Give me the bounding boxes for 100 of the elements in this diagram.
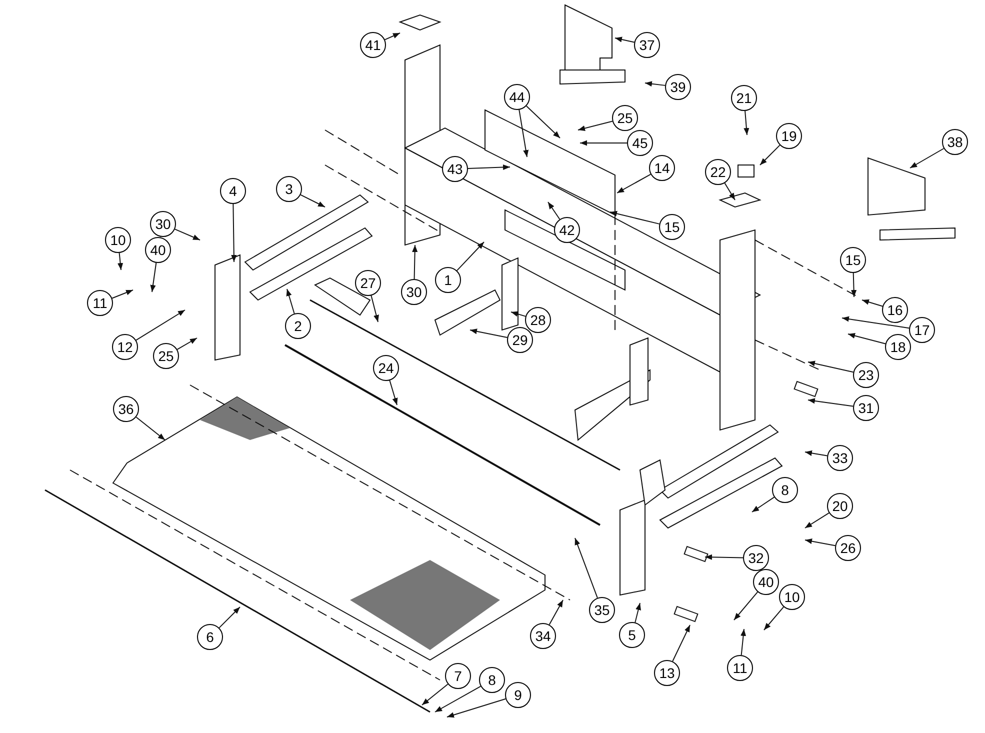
leader-line: [862, 299, 884, 307]
callout-number: 33: [827, 445, 853, 471]
leader-line: [468, 164, 510, 170]
callout-number: 12: [112, 334, 138, 360]
callout-number: 17: [909, 317, 935, 343]
callout-number: 37: [634, 32, 660, 58]
callout-number: 30: [401, 279, 427, 305]
leader-line: [300, 194, 326, 208]
callout-number: 28: [525, 307, 551, 333]
leader-line: [174, 228, 200, 240]
callout-number: 38: [942, 129, 968, 155]
leader-line: [704, 554, 744, 560]
callout-number: 41: [360, 32, 386, 58]
leader-line: [176, 338, 198, 350]
leader-line: [389, 380, 398, 406]
callout-number: 10: [105, 227, 131, 253]
callout-number: 25: [153, 343, 179, 369]
leader-line: [614, 36, 635, 43]
leader-line: [136, 310, 186, 341]
leader-line: [848, 333, 886, 344]
callout-number: 18: [885, 334, 911, 360]
callout-number: 20: [827, 493, 853, 519]
callout-number: 21: [731, 85, 757, 111]
callout-number: 35: [589, 597, 615, 623]
callout-number: 3: [276, 176, 302, 202]
leader-line: [218, 606, 240, 628]
leader-line: [842, 316, 910, 329]
callout-number: 44: [504, 84, 530, 110]
leader-line: [446, 698, 506, 718]
leader-line: [724, 182, 736, 200]
leader-line: [610, 210, 660, 224]
callout-number: 9: [505, 682, 531, 708]
callout-number: 31: [853, 395, 879, 421]
callout-number: 15: [840, 247, 866, 273]
leader-line: [644, 81, 666, 87]
leader-line: [456, 242, 484, 272]
callout-number: 19: [776, 123, 802, 149]
callout-number: 16: [882, 297, 908, 323]
callout-number: 23: [853, 362, 879, 388]
callout-number: 45: [627, 130, 653, 156]
leader-line: [118, 252, 124, 270]
leader-line: [574, 538, 598, 598]
leader-line: [412, 244, 418, 280]
leader-line: [764, 606, 784, 630]
leader-line: [578, 120, 613, 131]
leader-line: [808, 360, 854, 373]
leader-line: [910, 148, 944, 168]
leader-line: [548, 202, 560, 220]
leader-line: [136, 416, 166, 440]
callout-number: 30: [150, 211, 176, 237]
leader-line: [434, 686, 482, 712]
leader-line: [150, 262, 157, 292]
leader-line: [804, 538, 836, 546]
callout-number: 11: [87, 290, 113, 316]
callout-number: 7: [445, 663, 471, 689]
callout-number: 6: [197, 624, 223, 650]
leader-line: [851, 272, 857, 298]
callout-number: 13: [654, 660, 680, 686]
leader-line: [510, 311, 526, 317]
leader-line: [616, 174, 652, 194]
leader-line: [580, 140, 628, 146]
leader-line: [112, 290, 134, 299]
leader-line: [470, 328, 508, 338]
leader-line: [370, 295, 379, 322]
callout-number: 15: [659, 214, 685, 240]
leader-line: [384, 32, 400, 40]
leader-line: [548, 600, 564, 626]
callout-number: 10: [779, 584, 805, 610]
callout-number: 29: [507, 327, 533, 353]
callout-number: 36: [113, 396, 139, 422]
leader-line: [422, 684, 448, 706]
callout-number: 24: [373, 355, 399, 381]
callout-number: 22: [705, 159, 731, 185]
leader-line: [740, 628, 746, 656]
callout-number: 39: [665, 74, 691, 100]
callout-number: 25: [612, 105, 638, 131]
leader-line: [744, 110, 750, 136]
callout-number: 32: [743, 545, 769, 571]
callout-number: 34: [530, 623, 556, 649]
leader-line: [804, 512, 830, 528]
leader-line: [672, 624, 690, 662]
leader-line: [634, 602, 642, 623]
callout-number: 14: [649, 155, 675, 181]
callout-number: 4: [220, 178, 246, 204]
leader-line: [286, 288, 295, 314]
leader-line: [760, 144, 780, 166]
leader-line: [752, 496, 775, 512]
callout-number: 26: [835, 535, 861, 561]
callout-number: 5: [619, 622, 645, 648]
leader-line: [804, 450, 828, 456]
leader-line: [526, 105, 560, 138]
callout-number: 27: [355, 270, 381, 296]
callout-number: 8: [772, 477, 798, 503]
leader-line: [231, 204, 237, 262]
callout-number: 40: [753, 569, 779, 595]
callout-number: 1: [435, 267, 461, 293]
leader-line: [734, 591, 758, 620]
callout-number: 8: [479, 667, 505, 693]
leader-line: [808, 398, 854, 407]
leader-line: [518, 109, 529, 158]
